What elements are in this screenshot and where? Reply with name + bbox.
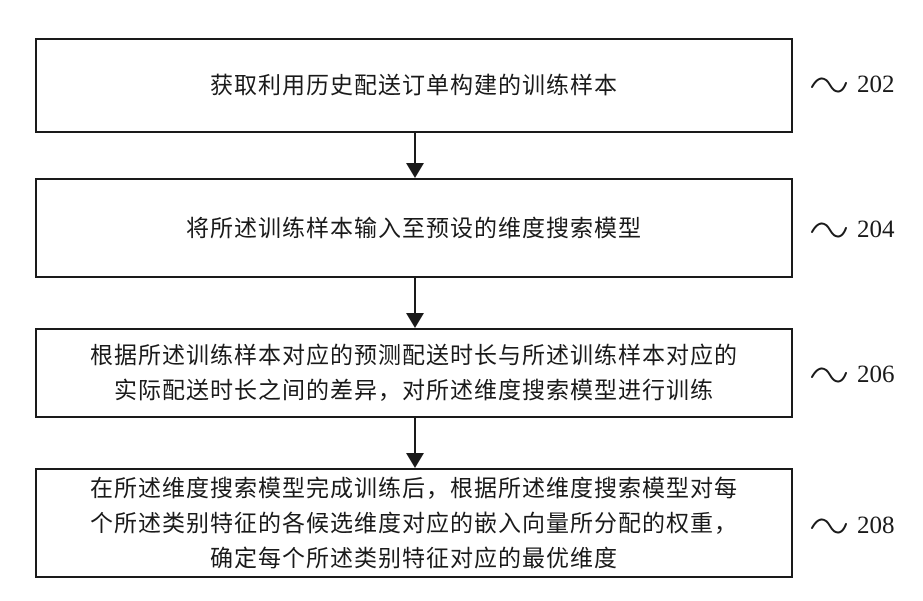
step-box-206: 根据所述训练样本对应的预测配送时长与所述训练样本对应的 实际配送时长之间的差异，… <box>35 328 793 418</box>
step-ref-202: 202 <box>810 71 895 99</box>
step-box-208: 在所述维度搜索模型完成训练后，根据所述维度搜索模型对每 个所述类别特征的各候选维… <box>35 468 793 578</box>
step-text-206: 根据所述训练样本对应的预测配送时长与所述训练样本对应的 实际配送时长之间的差异，… <box>90 343 738 403</box>
step-text-202: 获取利用历史配送订单构建的训练样本 <box>210 73 618 98</box>
step-box-202: 获取利用历史配送订单构建的训练样本 <box>35 38 793 133</box>
tilde-connector-icon <box>811 77 847 93</box>
flow-arrow-head-1 <box>406 163 424 178</box>
flow-arrow-head-2 <box>406 313 424 328</box>
step-box-204: 将所述训练样本输入至预设的维度搜索模型 <box>35 178 793 278</box>
step-ref-label-208: 208 <box>857 512 895 539</box>
flow-arrow-line-3 <box>414 418 416 455</box>
step-text-208: 在所述维度搜索模型完成训练后，根据所述维度搜索模型对每 个所述类别特征的各候选维… <box>90 475 738 571</box>
step-text-204: 将所述训练样本输入至预设的维度搜索模型 <box>186 215 642 241</box>
flow-arrow-line-2 <box>414 278 416 315</box>
step-ref-label-202: 202 <box>857 71 895 98</box>
step-ref-label-206: 206 <box>857 361 895 388</box>
step-ref-204: 204 <box>810 216 895 244</box>
step-ref-206: 206 <box>810 361 895 389</box>
tilde-connector-icon <box>811 222 847 238</box>
step-ref-208: 208 <box>810 512 895 540</box>
tilde-connector-icon <box>811 367 847 383</box>
tilde-connector-icon <box>811 518 847 534</box>
step-ref-label-204: 204 <box>857 216 895 243</box>
flow-arrow-line-1 <box>414 133 416 165</box>
flow-arrow-head-3 <box>406 453 424 468</box>
